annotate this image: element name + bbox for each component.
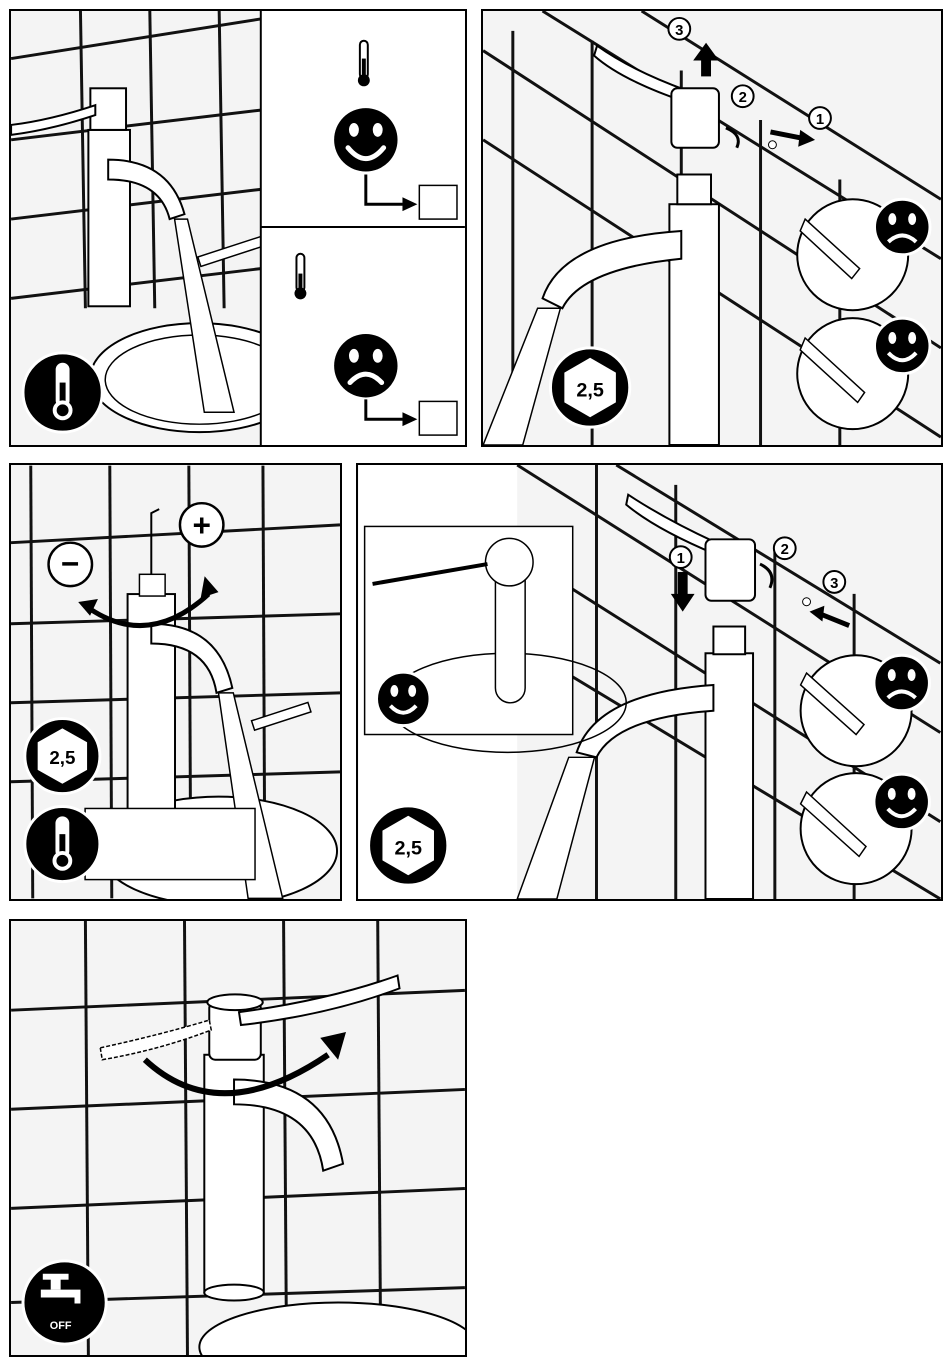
panel-temperature-check — [9, 9, 467, 447]
svg-text:3: 3 — [675, 23, 683, 39]
happy-face-icon — [377, 672, 431, 726]
step-1-marker: 1 — [670, 546, 692, 568]
panel-5-illustration: OFF — [11, 921, 465, 1355]
step-2-marker: 2 — [774, 537, 796, 559]
checkbox-square — [419, 401, 457, 435]
happy-face-icon — [875, 318, 930, 373]
panel-4-illustration: 1 2 3 — [358, 465, 941, 899]
sad-face-icon — [334, 334, 397, 397]
svg-text:1: 1 — [677, 551, 685, 567]
hex-key-size-badge: 2,5 — [25, 719, 100, 794]
svg-text:2,5: 2,5 — [394, 837, 422, 859]
panel-2-illustration: 3 2 1 2,5 — [483, 11, 941, 445]
thermometer-icon — [23, 353, 102, 432]
step-3-marker: 3 — [668, 18, 690, 40]
checkbox-square — [419, 185, 457, 219]
thermometer-small-icon — [358, 41, 370, 87]
panel-remove-handle: 3 2 1 2,5 — [481, 9, 943, 447]
sad-face-icon — [875, 199, 930, 254]
thermometer-icon — [25, 806, 100, 881]
blank-label-box — [85, 808, 255, 879]
svg-text:2: 2 — [781, 542, 789, 558]
panel-adjust-temperature: − + 2,5 — [9, 463, 342, 901]
panel-1-illustration — [11, 11, 465, 445]
hex-key-size-badge: 2,5 — [550, 348, 629, 427]
happy-face-icon — [874, 774, 929, 829]
minus-icon: − — [49, 543, 92, 586]
svg-text:+: + — [192, 507, 210, 543]
happy-face-icon — [334, 108, 397, 171]
thermometer-small-icon — [294, 254, 306, 300]
tap-off-icon: OFF — [23, 1261, 106, 1344]
svg-text:1: 1 — [816, 112, 824, 128]
hex-key-size-badge: 2,5 — [369, 806, 448, 885]
panel-reinstall-handle: 1 2 3 — [356, 463, 943, 901]
panel-3-illustration: − + 2,5 — [11, 465, 340, 899]
svg-text:3: 3 — [830, 576, 838, 592]
svg-text:2,5: 2,5 — [49, 747, 75, 768]
svg-text:−: − — [61, 545, 79, 581]
plus-icon: + — [180, 503, 223, 546]
sad-face-icon — [874, 655, 929, 710]
step-2-marker: 2 — [732, 85, 754, 107]
step-3-marker: 3 — [823, 571, 845, 593]
panel-turn-off: OFF — [9, 919, 467, 1357]
svg-text:2,5: 2,5 — [576, 379, 604, 401]
svg-text:2: 2 — [739, 90, 747, 106]
step-1-marker: 1 — [809, 107, 831, 129]
svg-text:OFF: OFF — [50, 1320, 72, 1332]
